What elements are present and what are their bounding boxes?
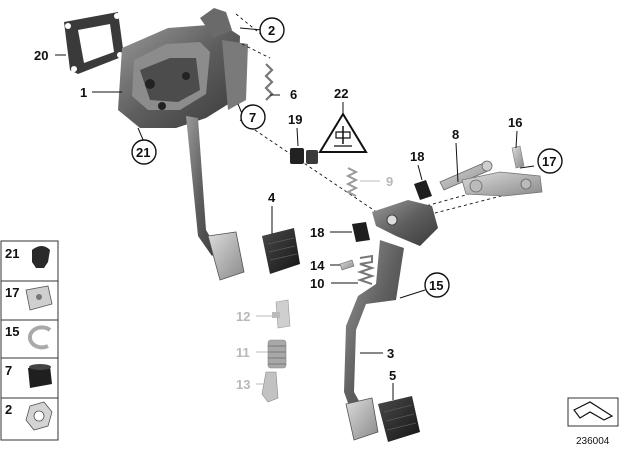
callout-3: 3 <box>387 346 394 361</box>
legend-item-15[interactable]: 15 <box>5 324 52 350</box>
callout-22: 22 <box>334 86 348 101</box>
sensor-part-13[interactable] <box>261 371 279 403</box>
callout-1: 1 <box>80 85 87 100</box>
callout-11: 11 <box>236 345 250 360</box>
legend-label-7: 7 <box>5 363 12 378</box>
pedal-pad-part-5[interactable] <box>378 396 420 442</box>
reference-arrow-icon <box>573 401 614 421</box>
leader-lines <box>55 27 535 400</box>
pin-bolt-part-8[interactable] <box>439 160 493 191</box>
bushing-part-19[interactable] <box>290 148 318 164</box>
legend-item-7[interactable]: 7 <box>5 363 52 388</box>
spring-part-11[interactable] <box>267 339 287 369</box>
callout-15: 15 <box>429 278 443 293</box>
callout-6: 6 <box>290 87 297 102</box>
legend-item-17[interactable]: 17 <box>5 285 53 311</box>
legend-label-15: 15 <box>5 324 19 339</box>
callout-9: 9 <box>386 174 393 189</box>
callout-17-circle <box>537 148 563 174</box>
gasket-part-20[interactable] <box>64 12 124 74</box>
callout-15-circle <box>424 272 450 298</box>
bushing-part-18-lower[interactable] <box>352 222 370 242</box>
callout-8: 8 <box>452 127 459 142</box>
brake-pedal-arm-part-3[interactable] <box>344 240 404 441</box>
callout-12: 12 <box>236 309 250 324</box>
legend-label-17: 17 <box>5 285 19 300</box>
callout-18-upper: 18 <box>410 149 424 164</box>
pushrod-assembly[interactable] <box>461 171 543 197</box>
bushing-part-18-upper[interactable] <box>414 180 432 200</box>
legend-label-2: 2 <box>5 402 12 417</box>
legend-item-21[interactable]: 21 <box>5 246 50 268</box>
legend-label-21: 21 <box>5 246 19 261</box>
callout-18-lower: 18 <box>310 225 324 240</box>
callouts: 20 1 21 2 6 7 19 22 9 18 8 16 17 4 18 14… <box>34 17 563 392</box>
callout-10: 10 <box>310 276 324 291</box>
callout-4: 4 <box>268 190 276 205</box>
callout-5: 5 <box>389 368 396 383</box>
spring-part-6[interactable] <box>264 63 274 101</box>
bolt-part-16[interactable] <box>511 145 525 169</box>
pedal-pad-part-4[interactable] <box>262 228 300 274</box>
diagram-ref-number: 236004 <box>576 436 610 447</box>
switch-part-12[interactable] <box>272 299 291 329</box>
pedal-bracket-part-1[interactable] <box>118 8 248 128</box>
return-spring-part-9[interactable] <box>345 167 359 197</box>
callout-17: 17 <box>542 154 556 169</box>
callout-21-circle <box>131 139 157 165</box>
bolt-part-14[interactable] <box>339 259 355 271</box>
callout-2-circle <box>259 17 285 43</box>
spring-part-10[interactable] <box>356 254 376 285</box>
callout-7: 7 <box>249 110 256 125</box>
callout-19: 19 <box>288 112 302 127</box>
warning-symbol-part-22[interactable] <box>318 112 368 153</box>
callout-14: 14 <box>310 258 325 273</box>
diagram-reference: 236004 <box>567 397 619 447</box>
parts-legend: 21 17 15 7 2 <box>0 240 59 441</box>
callout-7-circle <box>240 104 266 130</box>
callout-2: 2 <box>268 23 275 38</box>
legend-item-2[interactable]: 2 <box>5 401 53 431</box>
clutch-pedal-arm[interactable] <box>186 116 245 281</box>
callout-16: 16 <box>508 115 522 130</box>
callout-21: 21 <box>136 145 150 160</box>
callout-20: 20 <box>34 48 48 63</box>
brake-pedal-pivot[interactable] <box>372 200 438 246</box>
callout-13: 13 <box>236 377 250 392</box>
